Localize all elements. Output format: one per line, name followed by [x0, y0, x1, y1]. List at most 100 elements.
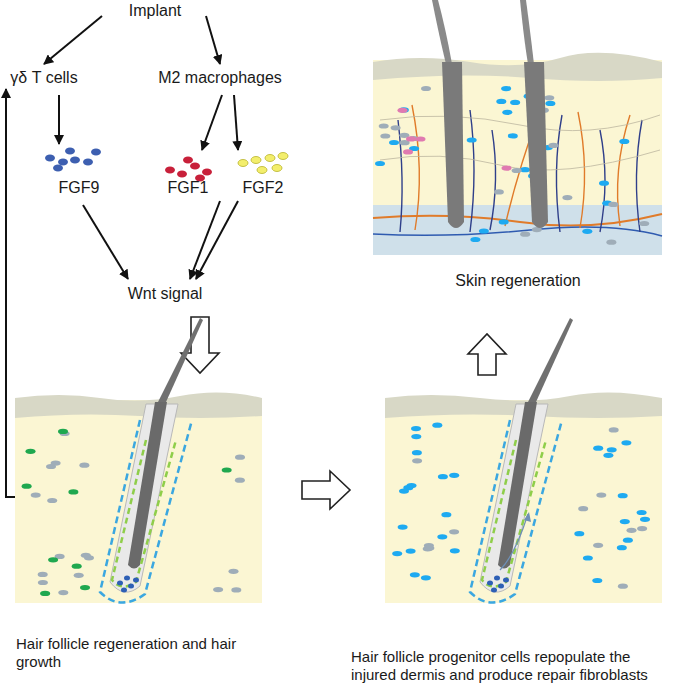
- cell-dot: [379, 123, 389, 128]
- cell-dot: [51, 461, 61, 466]
- cell-dot: [603, 453, 613, 458]
- cell-dot: [502, 166, 512, 171]
- cell-dot: [499, 219, 509, 224]
- cell-dot: [623, 538, 633, 543]
- text-node: Wnt signal: [110, 283, 220, 303]
- block-arrow: [468, 334, 506, 375]
- cell-dot: [607, 447, 617, 452]
- node-label: Implant: [129, 1, 181, 20]
- cell-dot: [58, 429, 68, 434]
- cell-dot: [406, 549, 416, 554]
- cell-dot: [392, 551, 402, 556]
- arrow-line: [234, 95, 238, 150]
- arrow-line: [196, 201, 238, 279]
- cell-dot: [637, 510, 647, 515]
- cell-dot: [618, 493, 628, 498]
- cell-dot: [31, 493, 41, 498]
- cell-dot: [606, 240, 616, 245]
- text-node: Hair follicle progenitor cells repopulat…: [345, 395, 676, 686]
- cell-dot: [438, 474, 448, 479]
- cell-dot: [222, 467, 232, 472]
- cell-dot: [578, 506, 588, 511]
- cell-dot: [412, 458, 422, 463]
- cell-dot: [375, 161, 385, 166]
- cell-dot: [410, 572, 420, 577]
- cell-dot: [467, 137, 477, 142]
- cell-dot: [421, 575, 431, 580]
- node-label: Hair follicle regeneration and hair grow…: [16, 635, 268, 671]
- text-node: Hair follicle regeneration and hair grow…: [10, 395, 272, 673]
- cell-dot: [441, 512, 451, 517]
- skin-panel-right: [385, 318, 662, 603]
- cell-dot: [494, 189, 504, 194]
- node-label: Wnt signal: [128, 284, 203, 303]
- arrow-line: [58, 95, 60, 144]
- cell-dot: [619, 139, 629, 144]
- cell-dot: [38, 580, 48, 585]
- cell-dot: [406, 136, 416, 141]
- cell-dot: [496, 99, 506, 104]
- cell-dot: [548, 143, 558, 148]
- cell-dot: [637, 526, 647, 531]
- arrow-line: [190, 201, 220, 279]
- cell-dot: [501, 86, 511, 91]
- cell-dot: [22, 484, 32, 489]
- fgf2-dots: [238, 153, 288, 174]
- text-node: Skin regeneration: [370, 0, 666, 290]
- cell-dot: [40, 591, 50, 596]
- cell-dot: [437, 534, 447, 539]
- node-label: FGF1: [168, 178, 209, 197]
- cell-dot: [582, 229, 592, 234]
- cell-dot: [231, 587, 241, 592]
- regenerated-skin: [373, 0, 662, 255]
- fgf9-dots: [45, 148, 101, 172]
- cell-dot: [640, 517, 650, 522]
- block-arrow: [302, 471, 350, 509]
- cell-dot: [68, 489, 78, 494]
- cell-dot: [398, 525, 408, 530]
- cell-dot: [411, 434, 421, 439]
- cell-dot: [58, 590, 68, 595]
- cell-dot: [81, 553, 91, 558]
- cell-dot: [432, 423, 442, 428]
- cell-dot: [545, 101, 555, 106]
- cell-dot: [449, 529, 459, 534]
- fgf1-dots: [165, 157, 212, 182]
- cell-dot: [617, 545, 627, 550]
- cell-dot: [583, 555, 593, 560]
- cell-dot: [520, 232, 530, 237]
- text-node: M2 macrophages: [150, 67, 290, 87]
- cell-dot: [520, 167, 530, 172]
- cell-dot: [235, 455, 245, 460]
- cell-dot: [608, 202, 618, 207]
- cell-dot: [380, 133, 390, 138]
- cell-dot: [48, 557, 58, 562]
- node-label: Hair follicle progenitor cells repopulat…: [351, 648, 672, 684]
- cell-dot: [80, 585, 90, 590]
- cell-dot: [512, 168, 522, 173]
- cell-dot: [449, 473, 459, 478]
- cell-dot: [510, 100, 520, 105]
- text-node: γδ T cells: [2, 67, 86, 87]
- arrow-line: [202, 95, 222, 150]
- cell-dot: [593, 543, 603, 548]
- cell-dot: [639, 221, 649, 226]
- cell-dot: [412, 450, 422, 455]
- cell-dot: [620, 519, 630, 524]
- text-node: FGF1: [160, 150, 216, 197]
- cell-dot: [421, 86, 431, 91]
- text-node: Implant: [100, 0, 210, 20]
- cell-dot: [26, 449, 36, 454]
- arrow-line: [206, 16, 220, 64]
- cell-dot: [213, 587, 223, 592]
- node-label: Skin regeneration: [455, 271, 580, 290]
- cell-dot: [574, 531, 584, 536]
- arrow-line: [83, 205, 128, 279]
- arrow-line: [44, 16, 102, 64]
- cell-dot: [562, 195, 572, 200]
- cell-dot: [235, 478, 245, 483]
- cell-dot: [38, 572, 48, 577]
- cell-dot: [593, 446, 603, 451]
- cell-dot: [627, 528, 637, 533]
